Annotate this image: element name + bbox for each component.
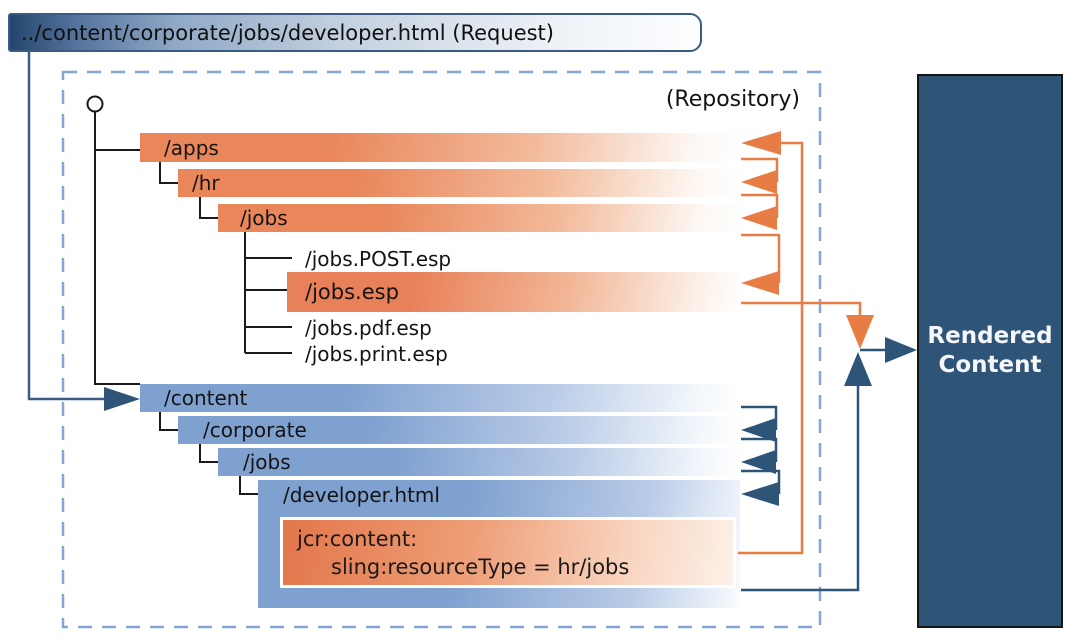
branch-corporate	[159, 412, 178, 431]
branch-apps-jobs	[199, 197, 218, 219]
jcr-content-box: jcr:content: sling:resourceType = hr/job…	[280, 517, 736, 588]
node-apps-jobs-label: /jobs	[240, 206, 288, 230]
content-up-arrow-icon	[844, 352, 872, 386]
node-developer-label: /developer.html	[283, 483, 440, 507]
jcr-content-line2: sling:resourceType = hr/jobs	[331, 555, 630, 579]
rendered-content-line1: Rendered	[927, 323, 1053, 349]
request-line	[27, 52, 104, 401]
rendered-content-line2: Content	[938, 352, 1042, 378]
jobsesp-output-line	[741, 301, 862, 315]
developer-output-line	[741, 386, 860, 592]
script-jobs-post-esp: /jobs.POST.esp	[305, 247, 452, 271]
node-content: /content	[140, 384, 740, 412]
arrow-into-rendered-icon	[885, 337, 917, 363]
script-jobs-esp-label: /jobs.esp	[305, 280, 399, 304]
node-apps-label: /apps	[164, 135, 219, 160]
script-jobs-esp: /jobs.esp	[287, 272, 740, 312]
tree-trunk	[94, 112, 140, 385]
arrow-into-hr-icon	[741, 170, 777, 194]
rendered-content-box: Rendered Content	[917, 74, 1063, 628]
script-resolution-arrows	[738, 141, 862, 555]
script-jobs-pdf-esp: /jobs.pdf.esp	[305, 316, 432, 340]
arrow-into-content-jobs-icon	[741, 450, 776, 474]
content-resolution-arrows	[741, 348, 885, 592]
node-corporate: /corporate	[178, 416, 740, 444]
script-down-arrow-icon	[846, 315, 874, 349]
arrow-into-jobs-icon	[741, 206, 777, 230]
apps-to-hr-hook	[741, 157, 779, 182]
jobs-to-jobsesp-hook	[741, 233, 781, 283]
jcr-content-line1: jcr:content:	[297, 527, 418, 551]
jobs-to-developer-hook	[741, 469, 781, 494]
content-to-corporate-hook	[741, 405, 778, 430]
tree-root-icon	[86, 95, 104, 113]
arrow-into-apps-icon	[741, 131, 781, 155]
script-arrowheads	[741, 131, 874, 349]
node-apps-jobs: /jobs	[218, 204, 740, 232]
request-label: ../content/corporate/jobs/developer.html…	[21, 20, 554, 45]
request-bar: ../content/corporate/jobs/developer.html…	[8, 13, 702, 52]
arrow-into-jobsesp-icon	[741, 271, 779, 295]
corporate-to-jobs-hook	[741, 437, 778, 462]
arrow-into-developer-icon	[741, 482, 779, 506]
node-hr-label: /hr	[192, 171, 220, 195]
repository-label: (Repository)	[665, 87, 800, 112]
node-content-jobs: /jobs	[218, 448, 740, 476]
branch-developer	[239, 476, 258, 495]
request-arrow-icon	[104, 387, 140, 411]
branch-content-jobs	[199, 444, 218, 463]
node-apps: /apps	[140, 133, 740, 162]
request-to-content	[27, 52, 140, 411]
script-jobs-print-esp: /jobs.print.esp	[305, 342, 448, 366]
node-hr: /hr	[178, 169, 740, 197]
arrow-into-corporate-icon	[741, 418, 776, 442]
node-corporate-label: /corporate	[203, 418, 307, 442]
jcr-to-apps-line	[738, 141, 804, 555]
branch-hr	[159, 162, 178, 184]
node-content-jobs-label: /jobs	[243, 450, 291, 474]
content-arrowheads	[741, 337, 917, 506]
hr-to-jobs-hook	[741, 193, 779, 218]
node-content-label: /content	[164, 386, 248, 410]
